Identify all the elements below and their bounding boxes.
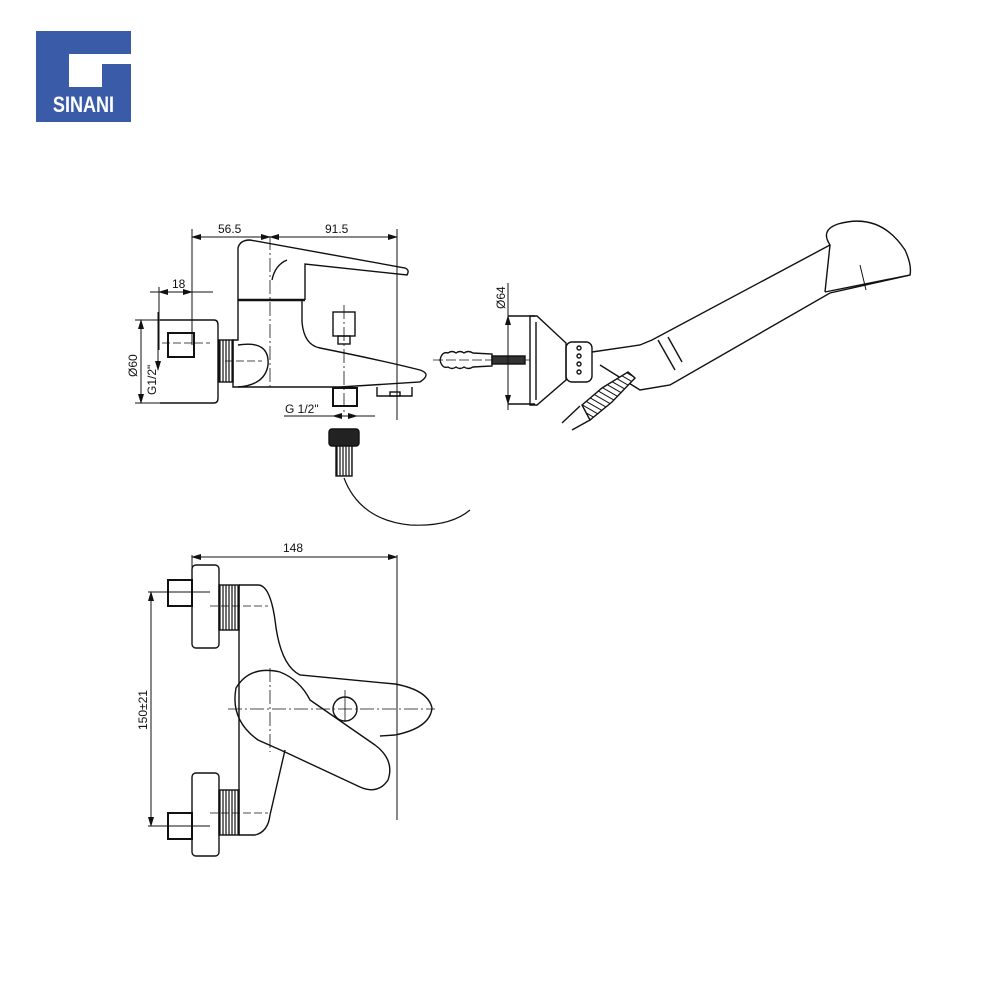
hand-shower-view [433, 220, 912, 431]
dim-outlet-thread: G 1/2" [285, 402, 319, 416]
dim-148: 148 [283, 541, 303, 555]
dim-91-5: 91.5 [325, 222, 349, 236]
dim-diameter-64: Ø64 [494, 286, 508, 309]
dim-inlet-thread: G1/2" [145, 365, 159, 395]
dim-56-5: 56.5 [218, 222, 242, 236]
dim-150-21: 150±21 [136, 690, 150, 730]
logo-mark-inner [102, 64, 131, 87]
brand-name: SINANI [52, 92, 115, 117]
front-view [148, 554, 435, 857]
side-view [135, 229, 471, 526]
brand-logo: SINANI [36, 31, 131, 122]
dim-18: 18 [172, 277, 186, 291]
dim-diameter-60: Ø60 [126, 354, 140, 377]
